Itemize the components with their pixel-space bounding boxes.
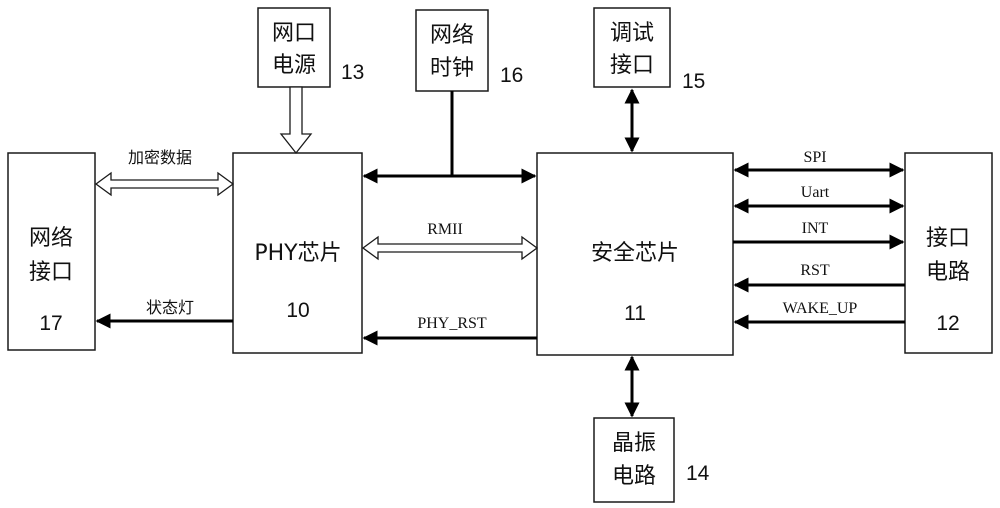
rmii-label: RMII	[427, 221, 463, 238]
phy-chip-number: 10	[286, 299, 309, 322]
debug-port-label-line1: 调试	[610, 21, 654, 46]
interface-circuit-block: 接口 电路 12	[904, 152, 993, 354]
net-power-arrow	[279, 86, 313, 155]
rst-label: RST	[800, 262, 830, 279]
security-chip-label: 安全芯片	[591, 241, 679, 266]
encrypted-data-arrow	[94, 171, 235, 197]
net-power-label-line1: 网口	[272, 21, 316, 46]
net-power-label-line2: 电源	[272, 53, 316, 78]
network-interface-label-line1: 网络	[29, 226, 73, 251]
crystal-label-line1: 晶振	[612, 431, 656, 456]
network-interface-block: 网络 接口 17	[7, 152, 96, 351]
phy-chip-block: PHY芯片 10	[232, 152, 363, 354]
phy-chip-label: PHY芯片	[254, 241, 341, 266]
rmii-arrow	[361, 235, 539, 261]
crystal-number: 14	[686, 462, 710, 485]
net-clock-number: 16	[500, 64, 523, 87]
net-clock-label-line1: 网络	[430, 23, 474, 48]
net-clock-block: 网络 时钟 16	[415, 9, 523, 92]
encrypted-data-label: 加密数据	[128, 148, 192, 167]
int-label: INT	[802, 220, 829, 237]
security-chip-number: 11	[624, 302, 646, 325]
phy-rst-label: PHY_RST	[417, 315, 487, 332]
net-power-block: 网口 电源 13	[257, 7, 364, 88]
wake-up-label: WAKE_UP	[783, 300, 858, 317]
net-clock-label-line2: 时钟	[430, 56, 474, 81]
network-interface-label-line2: 接口	[29, 260, 73, 285]
interface-circuit-label-line1: 接口	[926, 226, 970, 251]
spi-label: SPI	[803, 149, 826, 166]
security-chip-block: 安全芯片 11	[536, 152, 734, 356]
interface-circuit-number: 12	[936, 312, 959, 335]
debug-port-label-line2: 接口	[610, 53, 654, 78]
net-power-number: 13	[341, 61, 364, 84]
network-interface-number: 17	[39, 312, 62, 335]
status-light-label: 状态灯	[146, 298, 194, 317]
crystal-block: 晶振 电路 14	[593, 417, 710, 503]
debug-port-number: 15	[682, 70, 705, 93]
uart-label: Uart	[801, 184, 830, 201]
interface-circuit-label-line2: 电路	[926, 260, 970, 285]
crystal-label-line2: 电路	[612, 464, 656, 489]
debug-port-block: 调试 接口 15	[593, 7, 705, 93]
